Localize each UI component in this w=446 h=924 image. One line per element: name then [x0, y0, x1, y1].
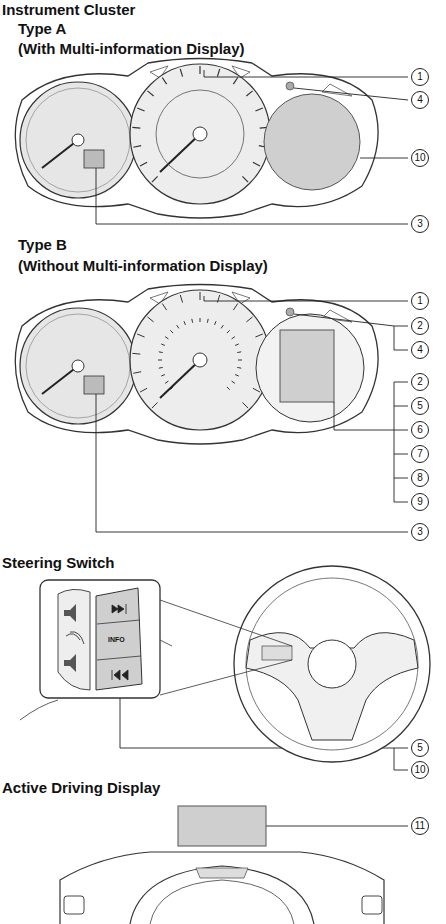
gauge-tick: [200, 292, 201, 300]
callout-number: 4: [411, 341, 429, 359]
callout-number: 10: [411, 149, 429, 167]
gauge-tick: [170, 387, 173, 390]
gauge-tick: [132, 127, 140, 129]
gauge-tick: [221, 325, 223, 328]
gauge-tick: [159, 351, 163, 353]
gauge-tick: [215, 321, 217, 325]
gauge-tick: [207, 319, 209, 323]
callout-number: 6: [411, 421, 429, 439]
gauge-tick: [162, 77, 166, 84]
gauge-tick: [238, 360, 242, 361]
gauge-tick: [227, 387, 230, 390]
gauge-tick: [227, 330, 230, 333]
gauge-tick: [165, 381, 168, 383]
callout-number: 9: [411, 493, 429, 511]
gauge-tick: [133, 146, 141, 148]
gauge-tick: [147, 91, 153, 96]
gauge-tick: [158, 360, 162, 361]
gauge-tick: [235, 344, 239, 346]
gauge-tick: [232, 337, 235, 339]
gauge-tick: [147, 317, 153, 322]
gauge-tick: [217, 69, 219, 77]
gauge-tick: [200, 318, 201, 322]
callout-number: 2: [411, 317, 429, 335]
gauge-tick: [255, 108, 262, 111]
gauge-tick: [191, 319, 193, 323]
gauge-tick: [242, 176, 248, 182]
section-heading: Steering Switch: [2, 554, 115, 572]
section-heading: Instrument Cluster: [2, 1, 135, 19]
callout-number: 5: [411, 397, 429, 415]
gauge-tick: [180, 295, 182, 303]
gauge-tick: [165, 337, 168, 339]
button-label: INFO: [108, 636, 125, 644]
section-heading: Active Driving Display: [2, 779, 160, 797]
gauge-tick: [233, 77, 237, 84]
gauge-tick: [140, 388, 147, 392]
section-heading: (Without Multi-information Display): [18, 257, 268, 275]
gauge-tick: [162, 303, 166, 310]
gauge-tick: [184, 321, 186, 325]
gauge-tick: [170, 330, 173, 333]
gauge-tick: [235, 375, 239, 377]
gauge-tick: [132, 353, 140, 355]
gauge-tick: [177, 325, 179, 328]
callout-number: 3: [411, 215, 429, 233]
gauge-tick: [237, 351, 241, 353]
section-heading: (With Multi-information Display): [18, 40, 245, 58]
gauge-tick: [246, 91, 252, 96]
callout-number: 7: [411, 445, 429, 463]
section-heading: Type B: [18, 236, 67, 254]
callout-number: 11: [411, 817, 429, 835]
gauge-tick: [253, 388, 260, 392]
gauge-tick: [232, 381, 235, 383]
callout-number: 5: [411, 739, 429, 757]
gauge-tick: [233, 303, 237, 310]
section-heading: Type A: [18, 20, 66, 38]
callout-number: 3: [411, 523, 429, 541]
callout-number: 8: [411, 469, 429, 487]
gauge-tick: [137, 334, 144, 337]
callout-number: 1: [411, 68, 429, 86]
gauge-tick: [246, 317, 252, 322]
gauge-tick: [152, 402, 158, 408]
gauge-tick: [161, 344, 165, 346]
gauge-tick: [133, 372, 141, 374]
gauge-tick: [159, 367, 163, 369]
gauge-tick: [242, 402, 248, 408]
gauge-tick: [237, 367, 241, 369]
gauge-tick: [255, 334, 262, 337]
gauge-tick: [199, 66, 200, 74]
callout-number: 4: [411, 91, 429, 109]
callout-number: 1: [411, 292, 429, 310]
gauge-tick: [140, 162, 147, 166]
gauge-tick: [137, 108, 144, 111]
gauge-tick: [180, 69, 182, 77]
gauge-tick: [152, 176, 158, 182]
gauge-tick: [253, 162, 260, 166]
callout-number: 10: [411, 761, 429, 779]
callout-number: 2: [411, 373, 429, 391]
gauge-tick: [161, 375, 165, 377]
